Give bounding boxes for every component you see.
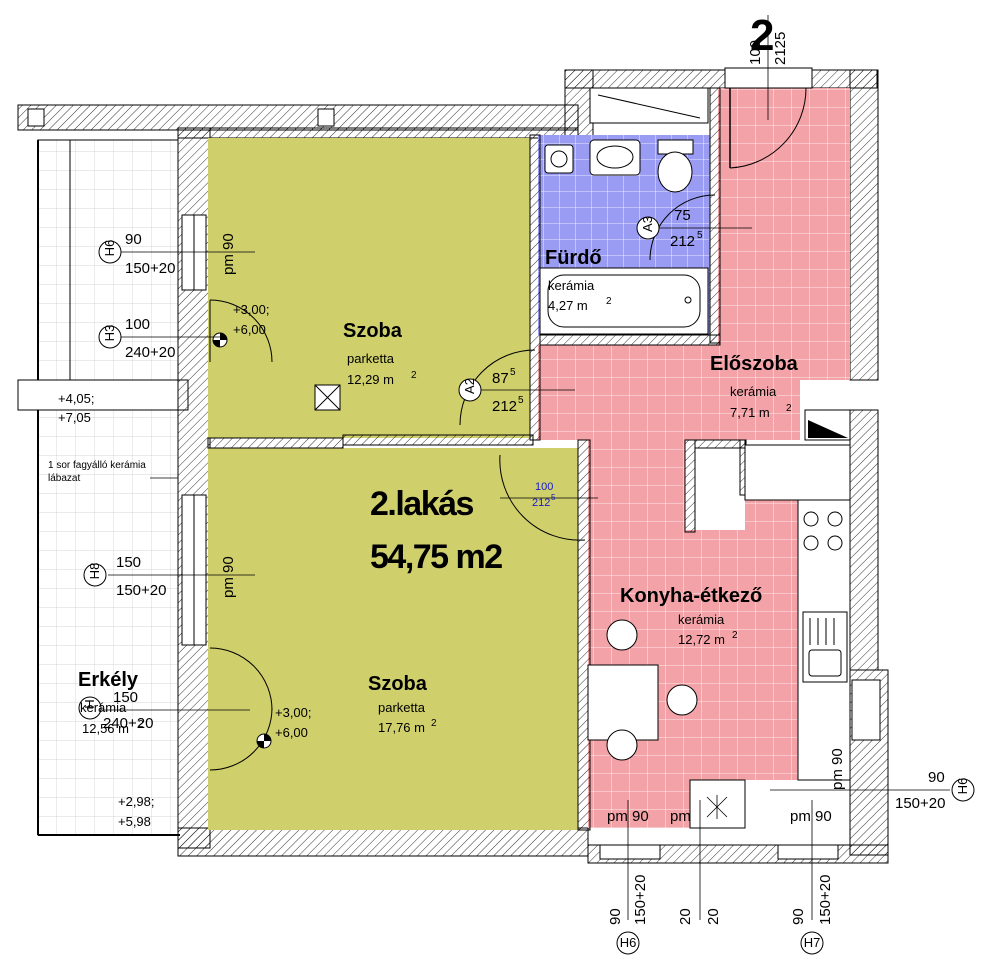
mid-bottom-height: 20	[705, 908, 722, 925]
kitchen-fixtures	[587, 444, 851, 829]
szoba-bottom-floor: parketta	[378, 700, 426, 715]
entry-top-height: 2125	[772, 32, 789, 65]
top-slab	[17, 104, 579, 131]
a3-width: 75	[674, 207, 691, 224]
h6-right-height: 150+20	[895, 795, 945, 812]
pm-kitchen-2: pm	[670, 808, 691, 825]
plinth-note-line1: 1 sor fagyálló kerámia	[48, 460, 146, 471]
furdo-floor: kerámia	[548, 278, 595, 293]
a2-width-exp: 5	[510, 367, 516, 378]
h8-width: 150	[116, 554, 141, 571]
a3-height-exp: 5	[697, 230, 703, 241]
h6-bottom-height: 150+20	[632, 875, 649, 925]
leader-lines	[95, 15, 950, 920]
inner-door-height: 212	[532, 497, 550, 509]
h8-tag: H8	[87, 563, 102, 580]
szoba-bottom-name: Szoba	[368, 673, 428, 695]
apartment-area: 54,75 m2	[370, 538, 502, 576]
shaft	[314, 384, 851, 441]
pm-kitchen-3: pm 90	[790, 808, 832, 825]
level-balcony-top-b: +7,05	[58, 410, 91, 425]
h3-height: 240+20	[125, 344, 175, 361]
a3-height: 212	[670, 233, 695, 250]
h7-bottom-width: 90	[790, 908, 807, 925]
h7-bottom-height: 150+20	[817, 875, 834, 925]
eloszoba-floor: kerámia	[730, 384, 777, 399]
a2-height: 212	[492, 398, 517, 415]
konyha-area-exp: 2	[732, 630, 738, 641]
szoba-top-area: 12,29 m	[347, 372, 394, 387]
h-balcony-width: 150	[113, 689, 138, 706]
h-balcony-height: 240+20	[103, 715, 153, 732]
pm-kitchen-1: pm 90	[607, 808, 649, 825]
eloszoba-area: 7,71 m	[730, 405, 770, 420]
level-balcony-bottom-b: +5,98	[118, 814, 151, 829]
konyha-floor: kerámia	[678, 612, 725, 627]
furdo-area: 4,27 m	[548, 298, 588, 313]
inner-door-width: 100	[535, 481, 553, 493]
szoba-top-floor: parketta	[347, 351, 395, 366]
szoba-top-name: Szoba	[343, 320, 403, 342]
room-szoba-bottom	[208, 448, 578, 830]
level-balcony-bottom-a: +2,98;	[118, 794, 155, 809]
level-balcony-top-a: +4,05;	[58, 391, 95, 406]
h6-bottom-tag: H6	[620, 935, 637, 950]
mid-bottom-width: 20	[677, 908, 694, 925]
windows	[181, 87, 881, 860]
h6-left-width: 90	[125, 231, 142, 248]
light-points	[212, 332, 272, 749]
a2-height-exp: 5	[518, 395, 524, 406]
szoba-bottom-area: 17,76 m	[378, 720, 425, 735]
h7-bottom-tag: H7	[804, 935, 821, 950]
h3-tag: H3	[102, 325, 117, 342]
furdo-name: Fürdő	[545, 247, 602, 269]
konyha-name: Konyha-étkező	[620, 585, 762, 607]
room-eloszoba	[538, 88, 850, 440]
h-balcony-tag: H	[82, 699, 97, 708]
h6-bottom-width: 90	[607, 908, 624, 925]
erkely-floor: kerámia	[80, 700, 127, 715]
erkely-area: 12,56 m	[82, 721, 129, 736]
h6-left-tag: H6	[102, 240, 117, 257]
apartment-name: 2.lakás	[370, 485, 474, 523]
erkely-area-exp: 2	[138, 719, 144, 730]
a2-tag: A2	[462, 378, 477, 394]
plinth-note-line2: lábazat	[48, 473, 80, 484]
szoba-bottom-area-exp: 2	[431, 718, 437, 729]
pm-kitchen-4: pm 90	[829, 748, 846, 790]
h6-right-tag: H6	[955, 778, 970, 795]
furdo-area-exp: 2	[606, 296, 612, 307]
konyha-area: 12,72 m	[678, 632, 725, 647]
bathroom-fixtures	[539, 139, 709, 335]
entry-door	[724, 67, 813, 169]
erkely-name: Erkély	[78, 669, 139, 691]
level-mid-a: +3,00;	[275, 705, 312, 720]
opening-tags	[78, 216, 975, 955]
inner-door-height-exp: 5	[551, 493, 556, 502]
doors	[209, 194, 716, 771]
h6-left-height: 150+20	[125, 260, 175, 277]
level-top-b: +6,00	[233, 322, 266, 337]
szoba-top-area-exp: 2	[411, 370, 417, 381]
h8-height: 150+20	[116, 582, 166, 599]
apartment-number: 2	[750, 11, 774, 60]
level-top-a: +3,00;	[233, 302, 270, 317]
pm-top: pm 90	[220, 233, 237, 275]
eloszoba-area-exp: 2	[786, 403, 792, 414]
eloszoba-name: Előszoba	[710, 353, 799, 375]
pm-bottom: pm 90	[220, 556, 237, 598]
h3-width: 100	[125, 316, 150, 333]
a3-tag: A3	[640, 216, 655, 232]
level-mid-b: +6,00	[275, 725, 308, 740]
interior-walls	[207, 87, 747, 831]
room-szoba-top	[208, 138, 530, 438]
a2-width: 87	[492, 370, 509, 387]
entry-top-width: 100	[747, 40, 764, 65]
h6-right-width: 90	[928, 769, 945, 786]
